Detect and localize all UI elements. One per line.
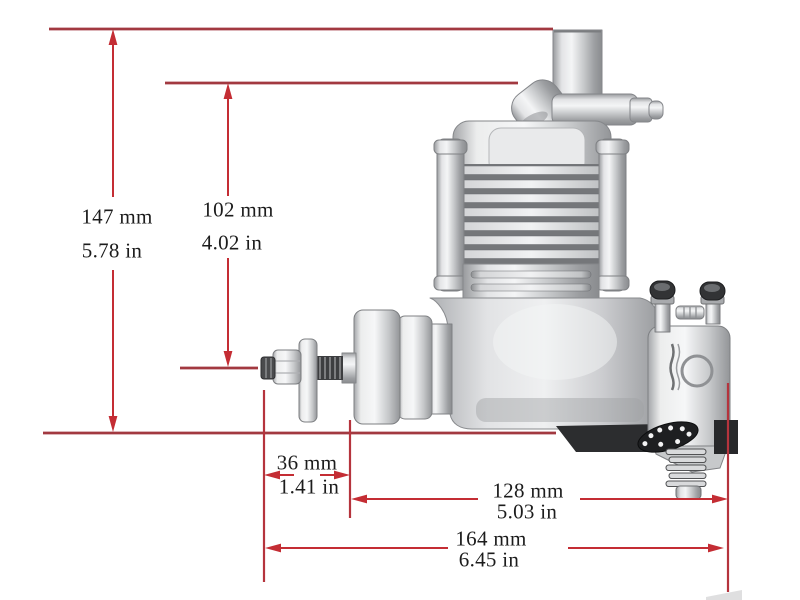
label-front-length-mm: 36 mm [276, 450, 338, 475]
label-body-length-in: 5.03 in [496, 499, 558, 524]
barbed-fitting [675, 305, 705, 320]
arrow-102-down [223, 351, 233, 367]
label-overall-length-mm: 164 mm [455, 526, 527, 551]
arrow-147-down [108, 416, 118, 432]
carb-screws [649, 280, 726, 333]
label-overall-height-mm: 147 mm [81, 204, 153, 229]
arrow-36-right [334, 470, 350, 480]
head-flanges [433, 138, 630, 292]
arrow-128-left [351, 494, 367, 504]
shadow-smudge [706, 590, 742, 600]
dimension-lines [43, 27, 730, 592]
cooling-fins [450, 164, 613, 272]
perforated-plate [637, 421, 699, 453]
extension-lines [262, 383, 730, 592]
spring [665, 448, 707, 500]
arrowheads [108, 29, 728, 553]
front-housing [353, 309, 453, 425]
label-overall-length-in: 6.45 in [458, 547, 520, 572]
arrow-164-right [708, 543, 724, 553]
arrow-102-up [223, 83, 233, 99]
label-upper-height-in: 4.02 in [201, 230, 263, 255]
label-overall-height-in: 5.78 in [81, 238, 143, 263]
crankcase [429, 297, 660, 430]
rear-bracket [714, 420, 738, 454]
label-body-length-mm: 128 mm [492, 478, 564, 503]
case-shadow [556, 424, 664, 452]
arrow-147-up [108, 29, 118, 45]
engine-illustration [260, 29, 742, 600]
prop-shaft [260, 338, 357, 423]
exhaust-stack [552, 29, 603, 101]
arrow-164-left [265, 543, 281, 553]
reference-lines [43, 27, 556, 435]
carburetor-barrel [551, 93, 664, 126]
arrow-36-left [264, 470, 280, 480]
measure-lines [112, 44, 713, 549]
label-upper-height-mm: 102 mm [202, 197, 274, 222]
rear-carb-block [647, 325, 731, 473]
label-front-length-in: 1.41 in [278, 474, 340, 499]
arrow-128-right [712, 494, 728, 504]
